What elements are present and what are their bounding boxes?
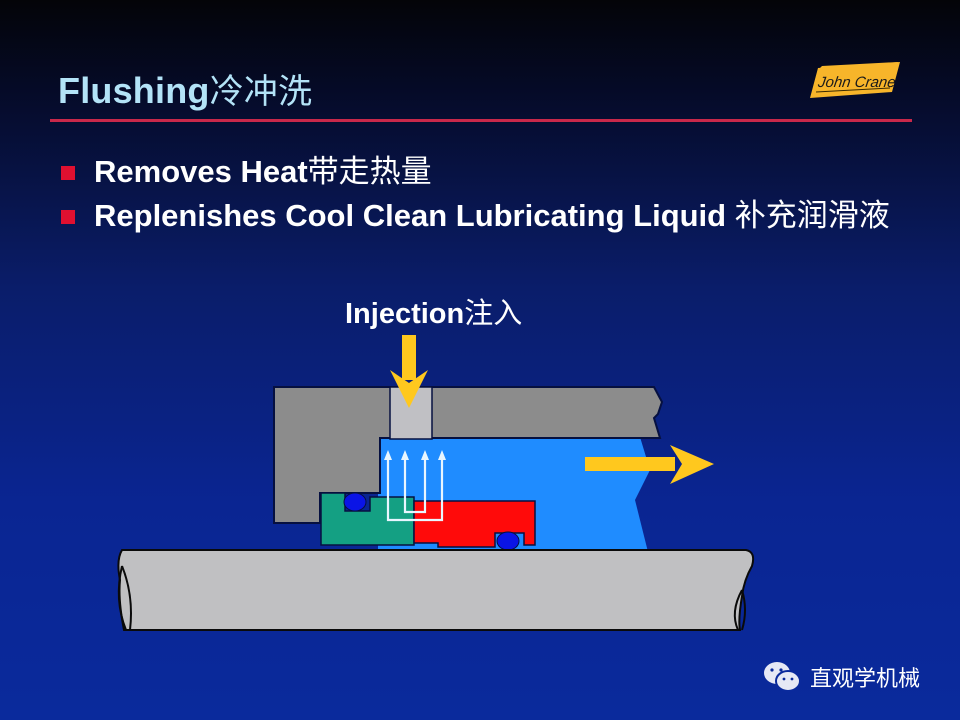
slide-title-en: Flushing xyxy=(58,70,210,111)
shaft xyxy=(117,549,755,631)
rotating-seal-ring xyxy=(413,500,536,548)
injection-label: Injection注入 xyxy=(345,290,522,332)
o-ring-lower xyxy=(496,531,520,551)
bullet-text-cn: 补充润滑液 xyxy=(734,198,890,234)
title-divider xyxy=(50,119,912,122)
slide-title-cn: 冷冲洗 xyxy=(209,72,313,112)
bullet-text-en: Removes Heat xyxy=(94,154,308,189)
o-ring-upper xyxy=(343,492,367,512)
bullet-text-en: Replenishes Cool Clean Lubricating Liqui… xyxy=(94,198,735,233)
slide-title: Flushing冷冲洗 xyxy=(58,64,312,113)
john-crane-logo: John Crane xyxy=(810,62,900,98)
gland-housing xyxy=(273,386,664,524)
bullet-square-icon xyxy=(61,166,75,180)
logo-text: John Crane xyxy=(816,74,897,91)
bullet-text-cn: 带走热量 xyxy=(307,154,432,190)
flow-arrows xyxy=(386,458,444,522)
bullet-list: Removes Heat带走热量 Replenishes Cool Clean … xyxy=(58,150,918,238)
wechat-icon xyxy=(764,662,801,692)
outflow-arrow xyxy=(585,445,714,484)
bullet-item: Replenishes Cool Clean Lubricating Liqui… xyxy=(58,194,924,238)
injection-label-en: Injection xyxy=(345,298,465,330)
injection-label-cn: 注入 xyxy=(464,296,523,330)
bullet-item: Removes Heat带走热量 xyxy=(58,150,918,194)
injection-arrow xyxy=(390,335,428,408)
watermark-text: 直观学机械 xyxy=(810,667,921,692)
bullet-square-icon xyxy=(61,210,75,224)
watermark: 直观学机械 xyxy=(762,660,920,694)
